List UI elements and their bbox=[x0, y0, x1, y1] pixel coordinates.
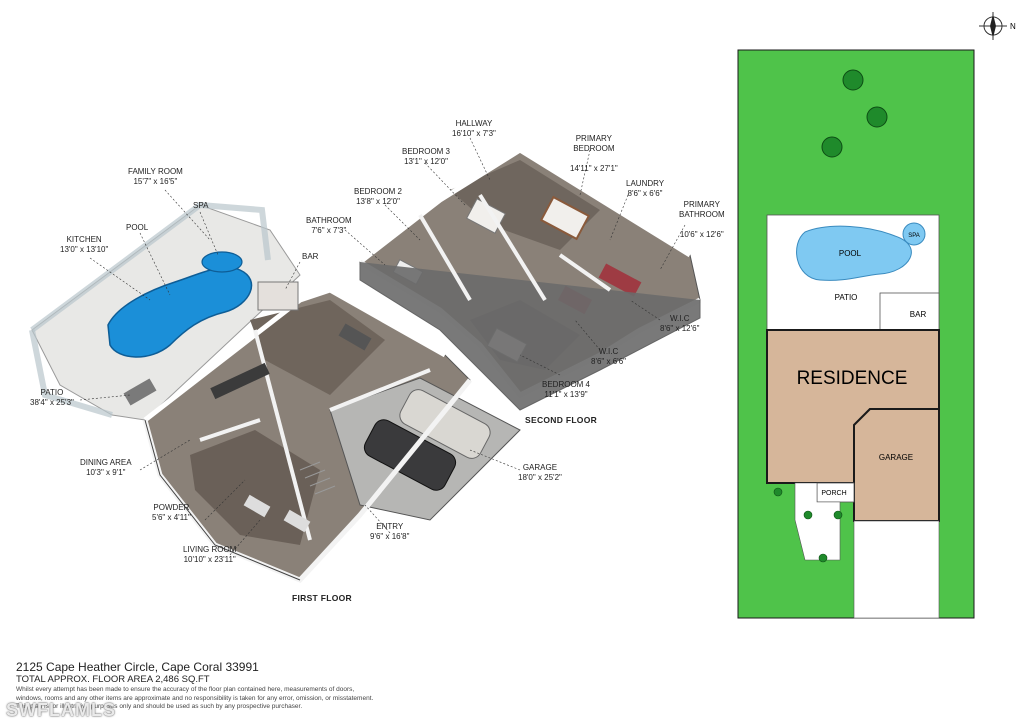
room-label-wic-primary: W.I.C 8'6" x 12'6" bbox=[660, 314, 699, 334]
second-floor-title: SECOND FLOOR bbox=[525, 415, 598, 425]
room-dims: 8'6" x 6'6" bbox=[591, 357, 626, 366]
room-label-bedroom-3: BEDROOM 3 13'1" x 12'0" bbox=[402, 147, 450, 167]
room-label-bedroom-2: BEDROOM 2 13'8" x 12'0" bbox=[354, 187, 402, 207]
room-name: ENTRY bbox=[376, 522, 404, 531]
disclaimer-line-1: Whilst every attempt has been made to en… bbox=[16, 686, 355, 693]
footer: 2125 Cape Heather Circle, Cape Coral 339… bbox=[16, 660, 456, 712]
tree-icon bbox=[821, 69, 888, 158]
room-label-bathroom: BATHROOM 7'6" x 7'3" bbox=[306, 216, 352, 236]
disclaimer-line-2: windows, rooms and any other items are a… bbox=[16, 694, 374, 702]
room-dims: 8'6" x 6'6" bbox=[627, 189, 663, 198]
room-label-bar: BAR bbox=[302, 252, 318, 262]
room-dims: 13'0" x 13'10" bbox=[60, 245, 109, 254]
room-dims: 16'10" x 7'3" bbox=[452, 129, 496, 138]
compass-north-label: N bbox=[1010, 22, 1016, 31]
site-spa-shape bbox=[902, 222, 926, 246]
room-label-powder: POWDER 5'6" x 4'11" bbox=[152, 503, 191, 523]
spa-shape bbox=[201, 251, 243, 273]
room-name: POWDER bbox=[153, 503, 190, 512]
room-dims: 10'3" x 9'1" bbox=[86, 468, 126, 477]
room-label-kitchen: KITCHEN 13'0" x 13'10" bbox=[60, 235, 108, 255]
room-dims: 13'8" x 12'0" bbox=[356, 197, 400, 206]
stairs bbox=[299, 461, 336, 495]
room-dims: 18'0" x 25'2" bbox=[518, 473, 562, 482]
room-label-laundry: LAUNDRY 8'6" x 6'6" bbox=[626, 179, 664, 199]
room-name: LAUNDRY bbox=[626, 179, 665, 188]
room-dims: 10'6" x 12'6" bbox=[679, 230, 724, 239]
disclaimer-line-3: This plan is for illustrative purposes o… bbox=[16, 703, 303, 710]
pool-shape bbox=[107, 266, 253, 358]
room-name: PRIMARY BEDROOM bbox=[573, 134, 615, 153]
site-label-porch: PORCH bbox=[821, 490, 846, 497]
site-label-spa: SPA bbox=[908, 233, 920, 239]
first-floor-model bbox=[29, 201, 521, 583]
room-label-primary-bathroom: PRIMARY BATHROOM 10'6" x 12'6" bbox=[679, 190, 725, 250]
room-dims: 15'7" x 16'5" bbox=[133, 177, 178, 186]
room-name: HALLWAY bbox=[455, 119, 493, 128]
walkway bbox=[794, 482, 841, 561]
compass-icon: N bbox=[979, 12, 1016, 40]
room-dims: 5'6" x 4'11" bbox=[152, 513, 191, 522]
room-label-primary-bedroom: PRIMARY BEDROOM 14'11" x 27'1" bbox=[570, 124, 618, 184]
second-floor-model bbox=[358, 147, 702, 411]
site-label-patio: PATIO bbox=[835, 293, 858, 302]
room-name: GARAGE bbox=[522, 463, 558, 472]
room-dims: 7'6" x 7'3" bbox=[311, 226, 347, 235]
room-label-patio: PATIO 38'4" x 25'3" bbox=[30, 388, 74, 408]
room-name: SPA bbox=[193, 201, 209, 210]
room-dims: 38'4" x 25'3" bbox=[30, 398, 74, 407]
room-name: LIVING ROOM bbox=[183, 545, 237, 554]
room-label-wic-2: W.I.C 8'6" x 6'6" bbox=[591, 347, 626, 367]
room-name: PRIMARY BATHROOM bbox=[679, 200, 725, 219]
site-label-pool: POOL bbox=[839, 249, 862, 258]
room-dims: 9'6" x 16'8" bbox=[370, 532, 410, 541]
room-name: FAMILY ROOM bbox=[128, 167, 183, 176]
site-pool-shape bbox=[796, 225, 912, 281]
room-label-entry: ENTRY 9'6" x 16'8" bbox=[370, 522, 409, 542]
room-dims: 13'1" x 12'0" bbox=[404, 157, 448, 166]
total-floor-area: TOTAL APPROX. FLOOR AREA 2,486 SQ.FT bbox=[16, 674, 210, 685]
room-name: BAR bbox=[302, 252, 319, 261]
room-dims: 8'6" x 12'6" bbox=[660, 324, 700, 333]
garage-footprint bbox=[853, 408, 940, 522]
room-label-bedroom-4: BEDROOM 4 11'1" x 13'9" bbox=[542, 380, 590, 400]
room-name: W.I.C bbox=[598, 347, 619, 356]
room-name: W.I.C bbox=[669, 314, 690, 323]
site-label-residence: RESIDENCE bbox=[797, 368, 908, 389]
room-name: BEDROOM 2 bbox=[354, 187, 403, 196]
room-name: PATIO bbox=[40, 388, 64, 397]
watermark: SWFLAMLS bbox=[6, 700, 116, 720]
room-name: POOL bbox=[126, 223, 149, 232]
driveway bbox=[853, 520, 940, 619]
leader-lines bbox=[79, 137, 686, 556]
room-label-hallway: HALLWAY 16'10" x 7'3" bbox=[452, 119, 496, 139]
room-name: DINING AREA bbox=[80, 458, 132, 467]
room-label-living-room: LIVING ROOM 10'10" x 23'11" bbox=[183, 545, 236, 565]
room-name: BEDROOM 3 bbox=[402, 147, 451, 156]
room-label-family-room: FAMILY ROOM 15'7" x 16'5" bbox=[128, 167, 183, 187]
room-label-garage: GARAGE 18'0" x 25'2" bbox=[518, 463, 562, 483]
room-label-dining-area: DINING AREA 10'3" x 9'1" bbox=[80, 458, 132, 478]
site-label-bar: BAR bbox=[910, 310, 927, 319]
property-address: 2125 Cape Heather Circle, Cape Coral 339… bbox=[16, 660, 259, 674]
shrub-icon bbox=[773, 487, 843, 563]
room-label-pool: POOL bbox=[126, 223, 148, 233]
room-name: BATHROOM bbox=[306, 216, 352, 225]
room-dims: 14'11" x 27'1" bbox=[570, 164, 618, 173]
room-label-spa: SPA bbox=[193, 201, 208, 211]
room-name: BEDROOM 4 bbox=[542, 380, 591, 389]
first-floor-title: FIRST FLOOR bbox=[292, 593, 352, 603]
site-label-garage: GARAGE bbox=[879, 453, 913, 462]
room-dims: 10'10" x 23'11" bbox=[183, 555, 236, 564]
room-name: KITCHEN bbox=[66, 235, 102, 244]
room-dims: 11'1" x 13'9" bbox=[544, 390, 588, 399]
